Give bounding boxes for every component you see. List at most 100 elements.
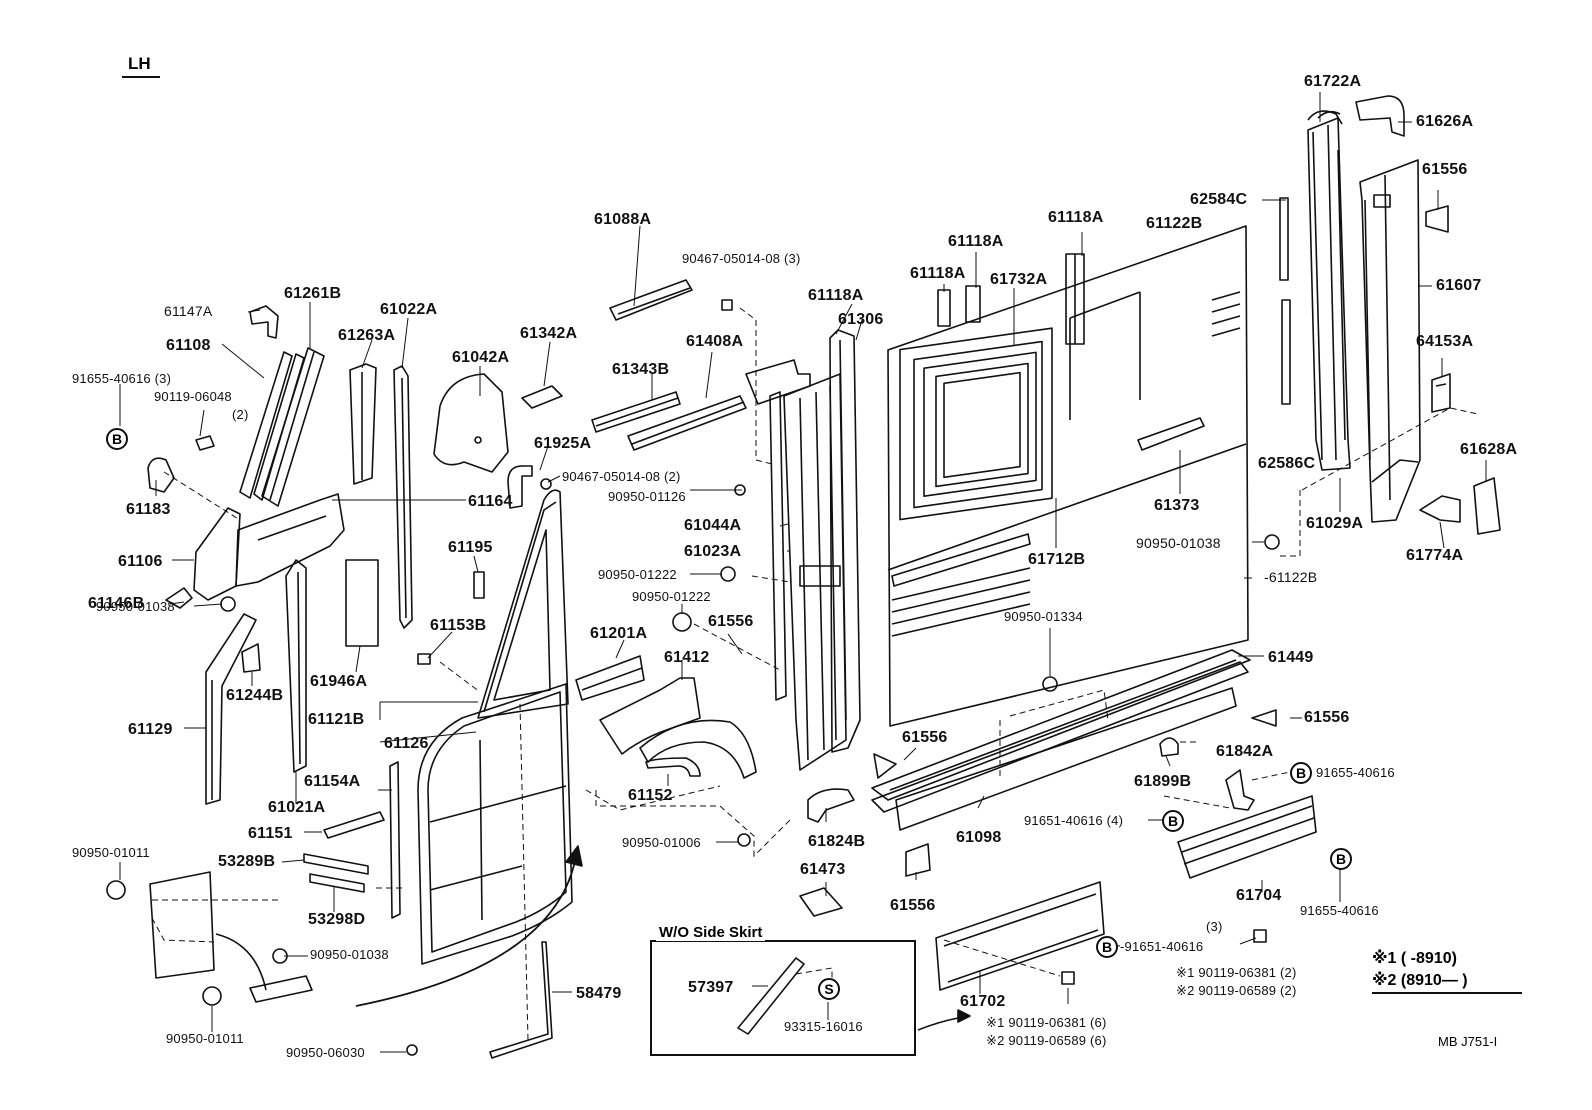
label-61195[interactable]: 61195 <box>448 539 493 556</box>
label-64153A[interactable]: 64153A <box>1416 333 1474 350</box>
label-58479[interactable]: 58479 <box>576 985 622 1002</box>
label-90950-01222-a[interactable]: 90950-01222 <box>598 567 677 582</box>
label-61029A[interactable]: 61029A <box>1306 515 1364 532</box>
inset-box-wo-side-skirt <box>650 940 916 1056</box>
side-label: LH <box>128 54 151 73</box>
label-61306[interactable]: 61306 <box>838 311 884 328</box>
bolt-61704 <box>1253 929 1267 943</box>
label-61722A[interactable]: 61722A <box>1304 73 1362 90</box>
label-61824B[interactable]: 61824B <box>808 833 866 850</box>
label-90950-01011-a[interactable]: 90950-01011 <box>72 845 150 860</box>
label-90119-06589-2[interactable]: ※2 90119-06589 (2) <box>1176 983 1297 998</box>
label-61449[interactable]: 61449 <box>1268 649 1314 666</box>
label-61098[interactable]: 61098 <box>956 829 1002 846</box>
label-61556-right[interactable]: 61556 <box>1304 709 1350 726</box>
label-61473[interactable]: 61473 <box>800 861 846 878</box>
label-61408A[interactable]: 61408A <box>686 333 744 350</box>
label-61122B[interactable]: 61122B <box>1146 215 1203 232</box>
label-61373[interactable]: 61373 <box>1154 497 1200 514</box>
label-61842A[interactable]: 61842A <box>1216 743 1274 760</box>
label-61702[interactable]: 61702 <box>960 993 1006 1010</box>
label-91655-40616-bottom[interactable]: 91655-40616 <box>1300 903 1379 918</box>
label-90119-06381-2[interactable]: ※1 90119-06381 (2) <box>1176 965 1297 980</box>
side-panel-61122B <box>887 225 1249 727</box>
label-61201A[interactable]: 61201A <box>590 625 648 642</box>
label-61925A[interactable]: 61925A <box>534 435 592 452</box>
label-61118A[interactable]: 61118A <box>910 265 966 282</box>
label-90950-01222-b[interactable]: 90950-01222 <box>632 589 711 604</box>
label-53289B[interactable]: 53289B <box>218 853 276 870</box>
label-61023A[interactable]: 61023A <box>684 543 742 560</box>
label-61118A[interactable]: 61118A <box>1048 209 1104 226</box>
trim-61108 <box>239 351 305 501</box>
label-61343B[interactable]: 61343B <box>612 361 670 378</box>
inset-title: W/O Side Skirt <box>656 924 766 941</box>
label-90950-06030[interactable]: 90950-06030 <box>286 1045 365 1060</box>
label-90119-06381-6[interactable]: ※1 90119-06381 (6) <box>986 1015 1107 1030</box>
label-61774A[interactable]: 61774A <box>1406 547 1464 564</box>
label-93315-16016[interactable]: 93315-16016 <box>784 1019 863 1034</box>
label-61146B[interactable]: 61146B <box>88 595 145 612</box>
label-61122B-lower[interactable]: -61122B <box>1264 569 1318 585</box>
label-90950-01038[interactable]: 90950-01038 <box>1136 535 1221 551</box>
label-61556-low[interactable]: 61556 <box>890 897 936 914</box>
label-61556-door[interactable]: 61556 <box>708 613 754 630</box>
label-61899B[interactable]: 61899B <box>1134 773 1192 790</box>
legend: ※1 ( -8910) ※2 (8910— ) <box>1372 948 1468 992</box>
label-91655-40616-3[interactable]: 91655-40616 (3) <box>72 371 172 386</box>
side-label-underline <box>122 76 160 78</box>
label-61022A[interactable]: 61022A <box>380 301 438 318</box>
label-61021A[interactable]: 61021A <box>268 799 326 816</box>
label-61121B[interactable]: 61121B <box>308 711 365 728</box>
label-61732A[interactable]: 61732A <box>990 271 1048 288</box>
label-61152[interactable]: 61152 <box>628 787 673 804</box>
label-90119-06048[interactable]: 90119-06048 <box>154 389 232 404</box>
label-61118A[interactable]: 61118A <box>948 233 1004 250</box>
label-61153B[interactable]: 61153B <box>430 617 487 634</box>
label-90467-05014-08-2[interactable]: 90467-05014-08 (2) <box>562 469 681 484</box>
label-61263A[interactable]: 61263A <box>338 327 396 344</box>
label-90950-01126[interactable]: 90950-01126 <box>608 489 686 504</box>
label-61412[interactable]: 61412 <box>664 649 710 666</box>
label-61088A[interactable]: 61088A <box>594 211 652 228</box>
label-90950-01038-left[interactable]: 90950-01038 <box>96 599 175 614</box>
label-61712B[interactable]: 61712B <box>1028 551 1086 568</box>
label-61147A[interactable]: 61147A <box>164 303 213 319</box>
label-61946A[interactable]: 61946A <box>310 673 368 690</box>
label-61164[interactable]: 61164 <box>468 493 513 510</box>
label-61126[interactable]: 61126 <box>384 735 429 752</box>
label-61129[interactable]: 61129 <box>128 721 173 738</box>
label-61261B[interactable]: 61261B <box>284 285 342 302</box>
label-61183[interactable]: 61183 <box>126 501 171 518</box>
label-61628A[interactable]: 61628A <box>1460 441 1518 458</box>
label-61044A[interactable]: 61044A <box>684 517 742 534</box>
label-61342A[interactable]: 61342A <box>520 325 578 342</box>
label-53298D[interactable]: 53298D <box>308 911 366 928</box>
label-90467-05014-08-3[interactable]: 90467-05014-08 (3) <box>682 251 801 266</box>
label-61042A[interactable]: 61042A <box>452 349 510 366</box>
label-62586C[interactable]: 62586C <box>1258 455 1316 472</box>
label-61556-sill[interactable]: 61556 <box>902 729 948 746</box>
trim-61201A <box>575 655 645 701</box>
label-90950-01011-b[interactable]: 90950-01011 <box>166 1031 244 1046</box>
label-61108[interactable]: 61108 <box>166 337 211 354</box>
label-61704[interactable]: 61704 <box>1236 887 1282 904</box>
label-91655-40616-right[interactable]: 91655-40616 <box>1316 765 1395 780</box>
label-90950-01006[interactable]: 90950-01006 <box>622 835 701 850</box>
label-91651-40616-4[interactable]: 91651-40616 (4) <box>1024 813 1124 828</box>
label-91651-40616[interactable]: -91651-40616 <box>1120 939 1204 954</box>
label-61556[interactable]: 61556 <box>1422 161 1468 178</box>
label-61106[interactable]: 61106 <box>118 553 163 570</box>
label-90950-01334[interactable]: 90950-01334 <box>1004 609 1083 624</box>
label-57397[interactable]: 57397 <box>688 979 734 996</box>
label-61626A[interactable]: 61626A <box>1416 113 1474 130</box>
label-61154A[interactable]: 61154A <box>304 773 361 790</box>
label-61151[interactable]: 61151 <box>248 825 293 842</box>
label-61118A-center[interactable]: 61118A <box>808 287 864 304</box>
label-90119-06589-6[interactable]: ※2 90119-06589 (6) <box>986 1033 1107 1048</box>
label-61607[interactable]: 61607 <box>1436 277 1482 294</box>
label-61244B[interactable]: 61244B <box>226 687 284 704</box>
bracket-61183 <box>147 457 175 493</box>
label-62584C[interactable]: 62584C <box>1190 191 1248 208</box>
label-90950-01038-low[interactable]: 90950-01038 <box>310 947 389 962</box>
